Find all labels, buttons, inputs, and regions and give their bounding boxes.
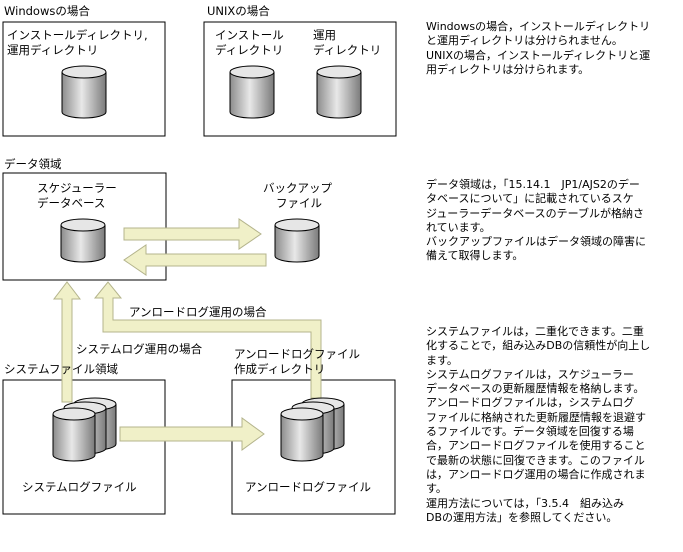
unload-log-file-label: アンロードログファイル bbox=[245, 480, 372, 494]
unix-install-label-line1: インストール bbox=[215, 28, 284, 42]
syslog-case-label: システムログ運用の場合 bbox=[76, 342, 203, 356]
system-log-file-label: システムログファイル bbox=[22, 480, 137, 494]
database-icon bbox=[274, 218, 320, 263]
arrow-unload-to-db bbox=[93, 281, 322, 399]
arrow-to-backup bbox=[123, 218, 262, 250]
unload-dir-label-line2: 作成ディレクトリ bbox=[234, 362, 326, 376]
backup-file-label-line2: ファイル bbox=[276, 196, 322, 210]
unload-case-label: アンロードログ運用の場合 bbox=[129, 305, 267, 319]
unix-install-label-line2: ディレクトリ bbox=[215, 43, 284, 57]
unix-ops-label-line2: ディレクトリ bbox=[313, 43, 382, 57]
data-area-title: データ領域 bbox=[4, 157, 62, 171]
database-icon bbox=[61, 65, 107, 119]
system-area-title: システムファイル領域 bbox=[4, 362, 118, 376]
unix-ops-label-line1: 運用 bbox=[313, 28, 336, 42]
arrow-syslog-to-unload bbox=[119, 417, 265, 451]
description-system-files: システムファイルは，二重化できます。二重 化することで，組み込みDBの信頼性が向… bbox=[426, 325, 651, 524]
arrow-syslog-to-db bbox=[52, 281, 82, 403]
database-stack-icon bbox=[280, 397, 345, 462]
database-icon bbox=[60, 218, 106, 263]
scheduler-db-label-line1: スケジューラー bbox=[37, 181, 117, 195]
backup-file-label-line1: バックアップ bbox=[263, 181, 332, 195]
unload-dir-label-line1: アンロードログファイル bbox=[234, 347, 361, 361]
windows-box-label-line1: インストールディレクトリ, bbox=[7, 28, 148, 42]
database-icon bbox=[316, 65, 362, 119]
windows-box-label-line2: 運用ディレクトリ bbox=[7, 43, 99, 57]
unix-title: UNIXの場合 bbox=[207, 4, 270, 18]
database-stack-icon bbox=[52, 397, 117, 462]
database-icon bbox=[229, 65, 275, 119]
arrow-from-backup bbox=[123, 244, 267, 276]
description-data-area: データ領域は，「15.14.1 JP1/AJS2のデー タベースについて」に記載… bbox=[426, 178, 646, 263]
windows-title: Windowsの場合 bbox=[4, 4, 90, 18]
description-directories: Windowsの場合，インストールディレクトリ と運用ディレクトリは分けられませ… bbox=[426, 20, 651, 76]
scheduler-db-label-line2: データベース bbox=[37, 196, 106, 210]
